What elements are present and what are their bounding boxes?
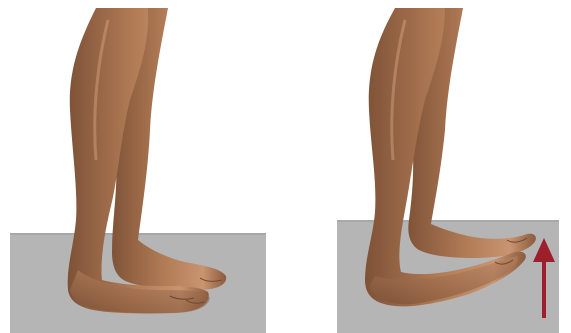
feet-flat-illustration <box>0 0 285 333</box>
panel-feet-flat <box>0 0 285 333</box>
toes-raised-illustration <box>285 0 571 333</box>
panel-toes-raised <box>285 0 571 333</box>
floor-edge <box>337 220 559 222</box>
